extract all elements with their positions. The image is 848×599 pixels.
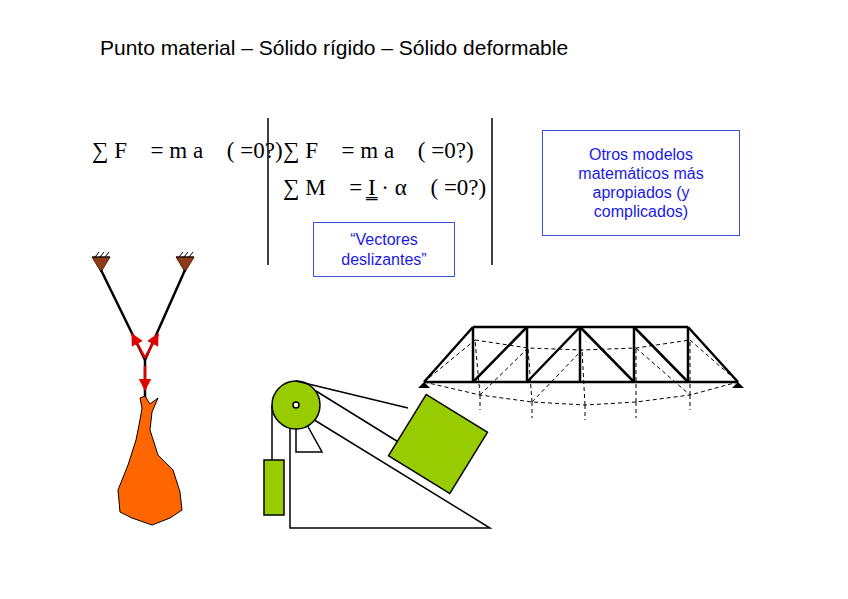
box-text: “Vectores deslizantes” — [322, 230, 446, 268]
pulley-incline — [264, 381, 490, 528]
note-box: “Vectores deslizantes” — [313, 222, 455, 277]
hanging-load — [92, 252, 194, 525]
truss-bridge — [418, 327, 744, 420]
box-text: Otros modelos matemáticos más apropiados… — [551, 145, 731, 222]
equation: ∑ F⃗ = m a⃗ ( =0?) — [283, 138, 474, 164]
title: Punto material – Sólido rígido – Sólido … — [100, 36, 568, 60]
divider — [491, 118, 493, 265]
note-box: Otros modelos matemáticos más apropiados… — [542, 130, 740, 236]
equation: ∑ F⃗ = m a⃗ ( =0?) — [92, 138, 283, 164]
equation: ∑ M⃗ = I̳ · α⃗ ( =0?) — [283, 175, 486, 201]
